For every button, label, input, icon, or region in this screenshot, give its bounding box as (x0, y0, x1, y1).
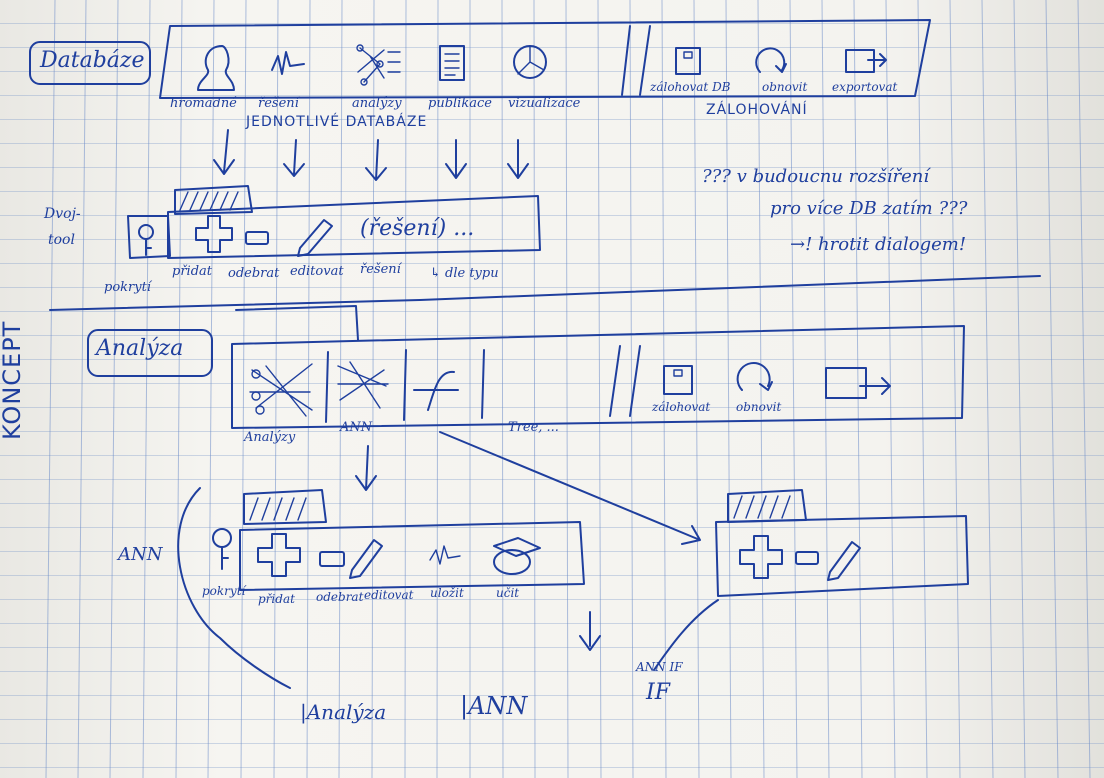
ann-action-5[interactable]: uložit (430, 586, 464, 600)
ann-minus-icon (320, 552, 344, 566)
analysis-tab (236, 306, 358, 340)
user-icon (198, 46, 234, 90)
sub-action-remove[interactable]: odebrat (228, 266, 279, 281)
sub-action-add[interactable]: přidat (172, 264, 212, 279)
ann-plus-icon (258, 534, 300, 576)
sub-placeholder: (řešení) ... (360, 216, 474, 241)
key-label: pokrytí (104, 280, 151, 295)
side-label-1: Dvoj- (44, 206, 81, 222)
ann-action-1[interactable]: pokrytí (202, 584, 245, 598)
restore-icon (756, 48, 786, 72)
ann-action-2[interactable]: přidat (258, 592, 295, 606)
analysis-toolbar (232, 326, 964, 428)
analysis-restore-icon (738, 363, 772, 390)
database-save-icon (676, 48, 700, 74)
note-line-3: →! hrotit dialogem! (790, 234, 966, 255)
right-panel-caption: ANN IF (636, 660, 683, 674)
ann-icon (338, 362, 388, 408)
analysis-title[interactable]: Analýza (96, 336, 183, 361)
right-plus-icon (740, 536, 782, 578)
function-icon (414, 372, 458, 410)
ann-action-3[interactable]: odebrat (316, 590, 363, 604)
section-divider (50, 276, 1040, 310)
wave-icon (272, 52, 304, 74)
backup-caption: ZÁLOHOVÁNÍ (706, 102, 808, 118)
ann-pencil-icon (350, 540, 382, 578)
type-caption: ↳ dle typu (430, 266, 499, 281)
right-pencil-icon (828, 542, 860, 580)
analysis-backup-label-2: obnovit (736, 400, 781, 414)
pencil-icon (298, 220, 332, 256)
ann-action-4[interactable]: editovat (364, 588, 413, 602)
toolbar-label-2: řešení (258, 96, 299, 111)
note-line-1: ??? v budoucnu rozšíření (702, 166, 929, 187)
right-minus-icon (796, 552, 818, 564)
backup-label-1: zálohovat DB (650, 80, 731, 94)
ann-key-icon (213, 529, 231, 569)
minus-icon (246, 232, 268, 244)
analysis-save-icon (664, 366, 692, 394)
ann-tab-hatched (244, 490, 326, 524)
ann-wave-icon (430, 546, 460, 564)
bottom-label-2: |ANN (460, 692, 527, 720)
pie-chart-icon (514, 46, 546, 78)
bottom-label-3: IF (646, 680, 670, 705)
bottom-label-1: |Analýza (300, 700, 386, 724)
toolbar-label-5: vizualizace (508, 96, 580, 111)
sub-action-solve[interactable]: řešení (360, 262, 401, 277)
ann-action-6[interactable]: učit (496, 586, 519, 600)
sub-action-edit[interactable]: editovat (290, 264, 344, 279)
toolbar-caption: JEDNOTLIVÉ DATABÁZE (246, 114, 427, 130)
key-slot (128, 216, 170, 258)
network-icon (357, 45, 400, 85)
export-icon (846, 50, 886, 72)
document-icon (440, 46, 464, 80)
plus-icon (196, 216, 232, 252)
down-arrows (214, 130, 528, 180)
database-title[interactable]: Databáze (40, 48, 145, 73)
key-icon (139, 225, 153, 255)
toolbar-label-4: publikace (428, 96, 492, 111)
ann-toolbar (240, 522, 584, 590)
toolbar-label-3: analýzy (352, 96, 402, 111)
side-label-2: tool (48, 232, 75, 248)
note-line-2: pro více DB zatím ??? (770, 198, 967, 219)
analysis-toolbar-label-3[interactable]: Tree, ... (508, 420, 559, 435)
analysis-toolbar-label-2[interactable]: ANN (340, 420, 372, 435)
ann-label: ANN (118, 544, 163, 565)
analysis-network-icon (250, 364, 312, 416)
analysis-diagonal-arrow (440, 432, 700, 544)
backup-label-3: exportovat (832, 80, 897, 94)
backup-label-2: obnovit (762, 80, 807, 94)
analysis-toolbar-label-1[interactable]: Analýzy (244, 430, 295, 445)
toolbar-label-1: hromadné (170, 96, 237, 111)
graduation-cap-icon (494, 538, 540, 574)
analysis-backup-label-1: zálohovat (652, 400, 710, 414)
ann-down-arrow (580, 612, 600, 650)
concept-label: KONCEPT (0, 321, 26, 440)
